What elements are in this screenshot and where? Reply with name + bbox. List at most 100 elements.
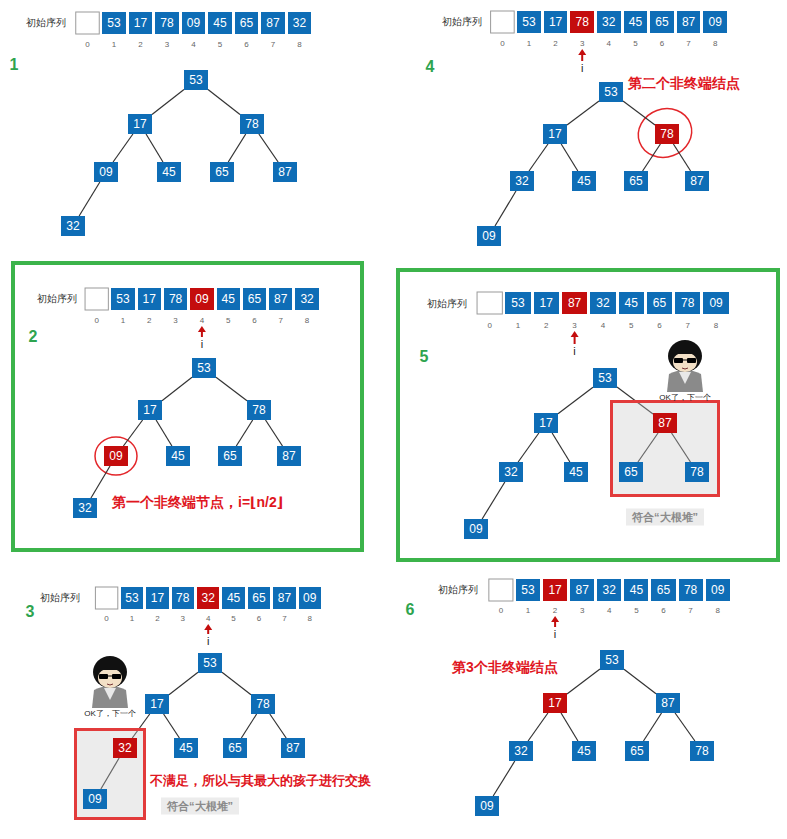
array-cell: 32	[597, 11, 621, 33]
array-cell: 53	[111, 288, 134, 310]
array-caption: 初始序列	[26, 16, 66, 30]
tree-edge	[624, 669, 656, 694]
annotation: 不满足，所以与其最大的孩子进行交换	[150, 772, 371, 790]
array-index: 0	[104, 614, 108, 623]
node-value: 78	[245, 114, 258, 134]
node-value: 78	[252, 400, 265, 420]
tree-edge	[493, 761, 515, 796]
pointer-label: i	[581, 62, 583, 74]
array-index: 5	[633, 39, 637, 48]
array-index: 7	[279, 316, 283, 325]
empty-cell	[95, 587, 117, 609]
speech-text: OK了，下一个	[659, 392, 711, 403]
array-cell: 45	[624, 579, 648, 601]
tree-edge	[236, 420, 252, 446]
node-value: 53	[605, 650, 618, 670]
array-index: 1	[516, 321, 520, 330]
node-value: 32	[515, 171, 528, 191]
array-index: 6	[252, 316, 256, 325]
array-index: 5	[226, 316, 230, 325]
tree-node: 09	[475, 796, 499, 816]
tree-edge	[152, 89, 184, 114]
pointer-arrowhead	[571, 331, 579, 337]
array-index: 2	[147, 316, 151, 325]
array-caption: 初始序列	[427, 297, 467, 311]
tree-node: 09	[477, 226, 501, 246]
pointer-arrowhead	[578, 49, 586, 55]
node-value: 45	[577, 171, 590, 191]
array-cell: 53	[121, 587, 143, 609]
array-cell: 32	[197, 587, 219, 609]
cartoon-figure	[667, 340, 703, 392]
tree-edge	[529, 144, 548, 171]
tree-node: 78	[247, 400, 271, 420]
tree-node: 65	[218, 446, 242, 466]
array-cell: 78	[155, 12, 179, 34]
array-cell: 17	[543, 579, 567, 601]
highlight-circle	[95, 437, 137, 475]
node-value: 17	[548, 124, 561, 144]
array-cell: 87	[570, 579, 594, 601]
array-index: 6	[661, 606, 665, 615]
array-index: 8	[308, 614, 312, 623]
array-index: 0	[487, 321, 491, 330]
array-cell: 78	[570, 11, 594, 33]
node-value: 65	[215, 162, 228, 182]
array-index: 6	[244, 40, 248, 49]
tree-node: 45	[572, 171, 596, 191]
region-caption: 符合“大根堆”	[161, 798, 239, 815]
array-cell: 78	[164, 288, 187, 310]
array-index: 1	[112, 40, 116, 49]
panel-number: 3	[26, 603, 35, 621]
array-index: 1	[527, 39, 531, 48]
tree-node: 53	[599, 82, 623, 102]
array-index: 4	[206, 614, 210, 623]
tree-node: 17	[138, 400, 162, 420]
node-value: 45	[162, 162, 175, 182]
panel-frame	[13, 263, 362, 550]
array-index: 8	[305, 316, 309, 325]
array-index: 5	[231, 614, 235, 623]
annotation: 第二个非终端结点	[628, 75, 740, 93]
tree-edge	[567, 669, 600, 694]
tree-node: 45	[166, 446, 190, 466]
tree-edge	[558, 387, 593, 414]
tree-node: 45	[572, 741, 596, 761]
array-index: 2	[544, 321, 548, 330]
node-value: 45	[179, 738, 192, 758]
array-index: 6	[657, 321, 661, 330]
tree-node: 87	[656, 693, 680, 713]
array-index: 7	[686, 321, 690, 330]
array-cell: 65	[243, 288, 266, 310]
tree-edge	[113, 134, 133, 162]
node-value: 09	[482, 226, 495, 246]
array-cell: 17	[138, 288, 161, 310]
tree-edge	[222, 672, 251, 694]
array-cell: 45	[624, 11, 648, 33]
pointer-label: i	[573, 345, 575, 357]
array-cell: 32	[288, 12, 312, 34]
array-index: 4	[601, 321, 605, 330]
node-value: 32	[66, 216, 79, 236]
node-value: 17	[143, 400, 156, 420]
array-cell: 53	[516, 579, 540, 601]
array-cell: 09	[299, 587, 321, 609]
panel-number: 6	[406, 601, 415, 619]
node-value: 32	[514, 741, 527, 761]
array-index: 2	[553, 606, 557, 615]
tree-edge	[623, 101, 655, 125]
node-value: 87	[658, 413, 671, 433]
node-value: 45	[569, 462, 582, 482]
pointer-label: i	[554, 628, 556, 640]
region-caption: 符合“大根堆”	[626, 509, 704, 526]
array-cell: 53	[102, 12, 126, 34]
array-cell: 87	[677, 11, 701, 33]
array-cell: 65	[650, 11, 674, 33]
tree-edge	[270, 714, 286, 738]
array-index: 4	[607, 39, 611, 48]
node-value: 65	[629, 171, 642, 191]
pointer-arrowhead	[204, 624, 212, 630]
tree-node: 17	[543, 124, 567, 144]
array-cell: 32	[590, 292, 615, 314]
array-index: 5	[629, 321, 633, 330]
